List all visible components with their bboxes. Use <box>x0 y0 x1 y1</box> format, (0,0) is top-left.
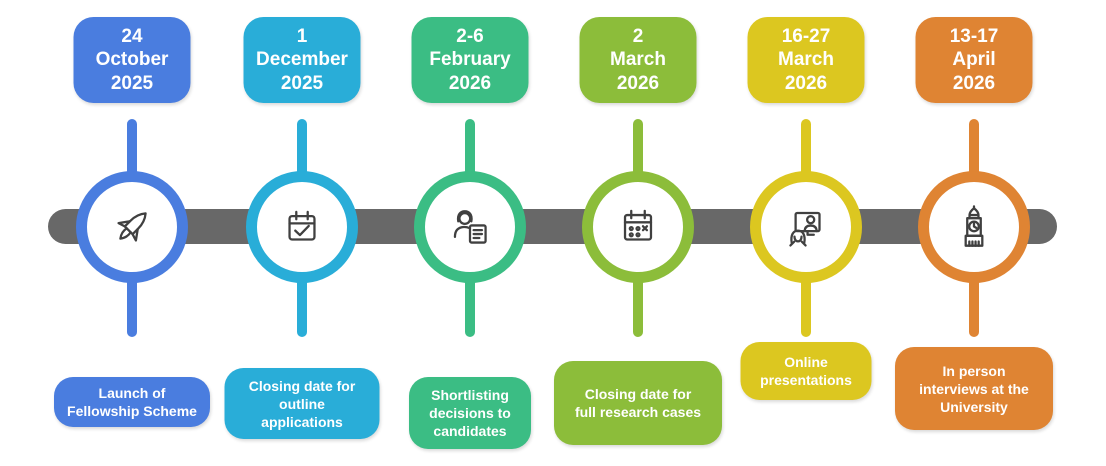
milestone-column: 24 October 2025 Launch of Fellowship Sch… <box>48 0 216 466</box>
connector-top-line <box>633 119 643 181</box>
connector-bottom-line <box>127 274 137 337</box>
rocket-icon <box>105 200 159 254</box>
connector-bottom-line <box>801 274 811 337</box>
online-presentation-icon <box>779 200 833 254</box>
milestone-column: 16-27 March 2026 Online presentations <box>722 0 890 466</box>
date-badge: 16-27 March 2026 <box>747 17 865 103</box>
milestone-label: Closing date for outline applications <box>224 368 380 439</box>
milestone-circle <box>582 171 694 283</box>
milestone-column: 1 December 2025 Closing date for outline… <box>218 0 386 466</box>
milestone-circle <box>918 171 1030 283</box>
connector-top-line <box>127 119 137 181</box>
date-badge: 2-6 February 2026 <box>411 17 529 103</box>
milestone-label: Launch of Fellowship Scheme <box>54 377 210 427</box>
connector-top-line <box>969 119 979 181</box>
milestone-label: Shortlisting decisions to candidates <box>409 377 531 449</box>
milestone-label: In person interviews at the University <box>895 347 1053 430</box>
milestone-circle <box>246 171 358 283</box>
milestone-label: Online presentations <box>740 342 872 400</box>
big-ben-icon <box>947 200 1001 254</box>
date-badge: 1 December 2025 <box>243 17 361 103</box>
date-badge: 13-17 April 2026 <box>915 17 1033 103</box>
milestone-circle <box>414 171 526 283</box>
timeline-bar <box>48 209 1057 244</box>
milestone-label: Closing date for full research cases <box>554 361 722 445</box>
connector-bottom-line <box>969 274 979 337</box>
connector-top-line <box>801 119 811 181</box>
connector-top-line <box>465 119 475 181</box>
milestone-circle <box>76 171 188 283</box>
calendar-check-icon <box>275 200 329 254</box>
milestone-column: 2 March 2026 Closing date for full resea… <box>554 0 722 466</box>
calendar-dates-icon <box>611 200 665 254</box>
connector-top-line <box>297 119 307 181</box>
person-document-icon <box>443 200 497 254</box>
connector-bottom-line <box>633 274 643 337</box>
milestone-column: 13-17 April 2026 In person interviews at… <box>890 0 1058 466</box>
milestone-circle <box>750 171 862 283</box>
date-badge: 2 March 2026 <box>579 17 697 103</box>
date-badge: 24 October 2025 <box>73 17 191 103</box>
connector-bottom-line <box>465 274 475 337</box>
milestone-column: 2-6 February 2026 Shortlisting decisions… <box>386 0 554 466</box>
connector-bottom-line <box>297 274 307 337</box>
